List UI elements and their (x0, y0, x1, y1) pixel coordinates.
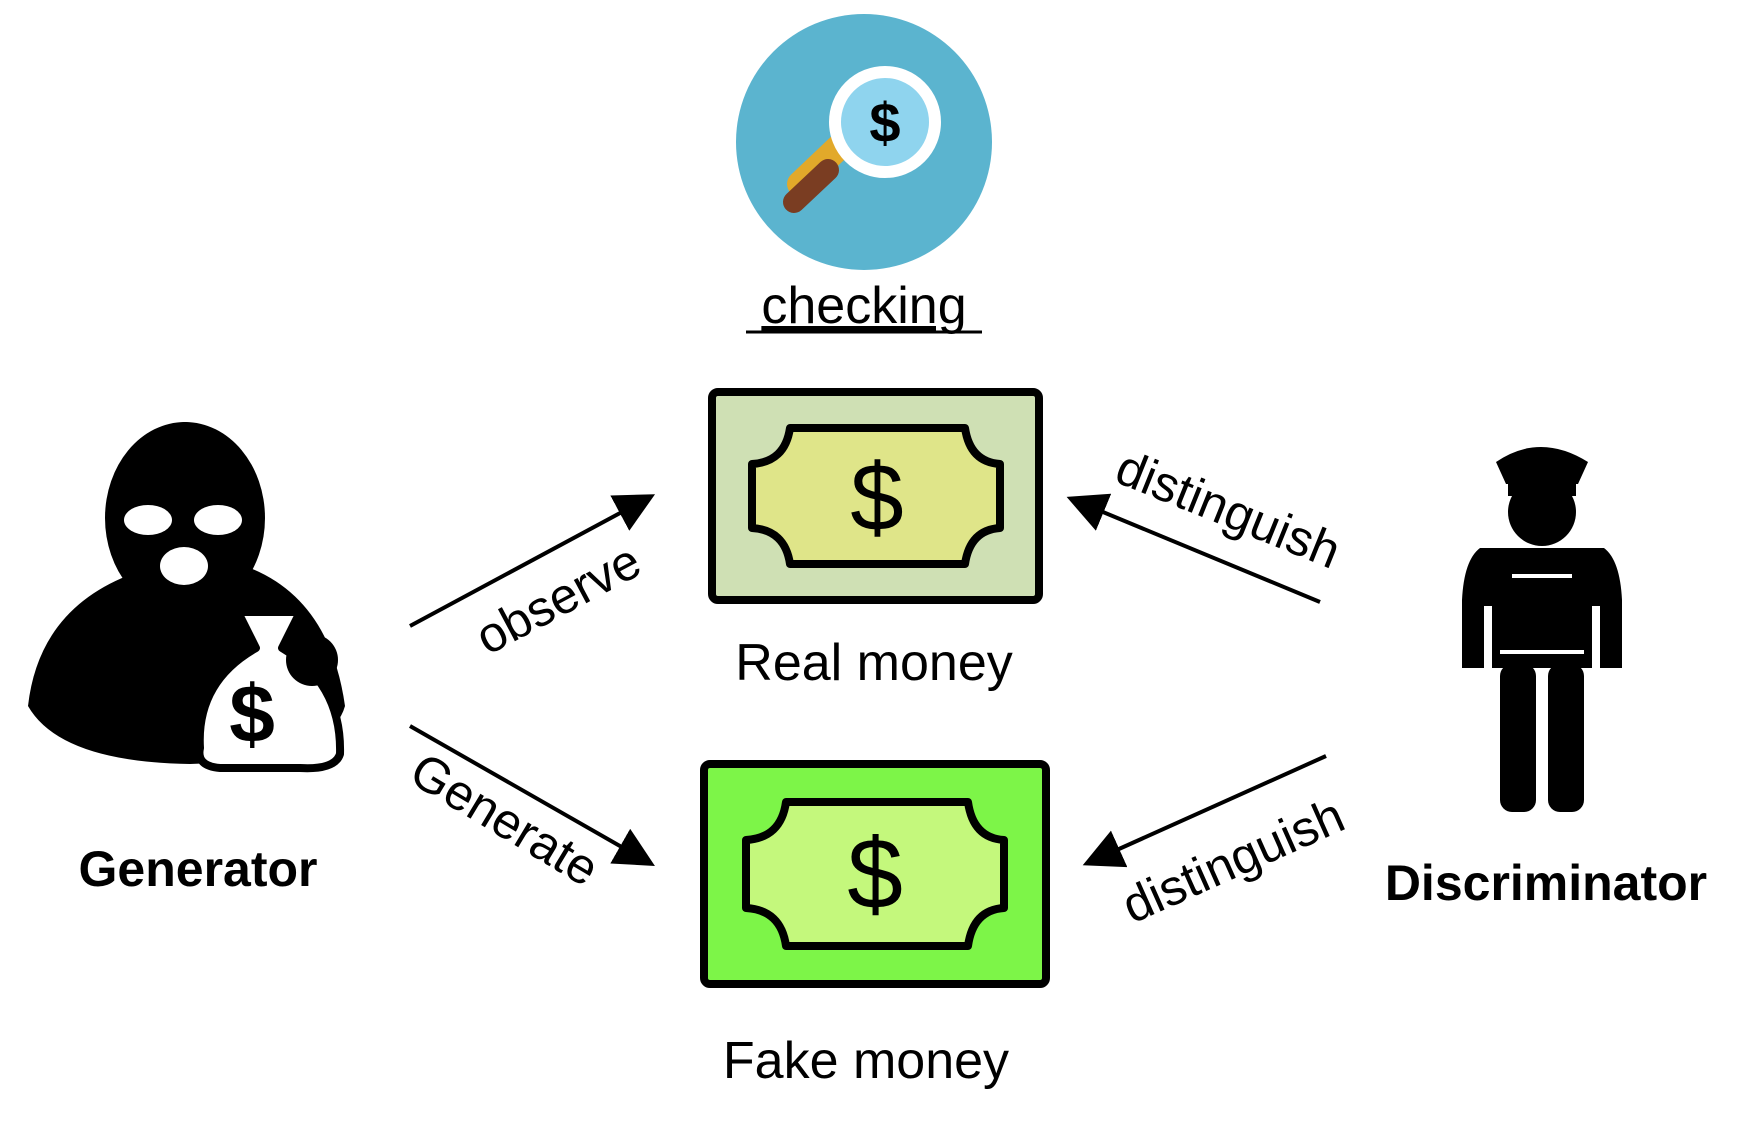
officer-leg-right (1548, 664, 1584, 812)
magnifier-grip (783, 159, 839, 213)
fake-money-label: Fake money (723, 1032, 1009, 1090)
real-money-label: Real money (735, 634, 1012, 692)
officer-head (1508, 478, 1576, 546)
checking-icon: $ (736, 14, 992, 270)
checking-label: checking (761, 277, 966, 335)
arrow-distinguish-top (1066, 493, 1321, 604)
officer-cap (1496, 447, 1588, 484)
magnifier-dollar-sign: $ (869, 91, 900, 154)
observe-label: observe (466, 533, 649, 666)
generator-label: Generator (79, 841, 318, 897)
discriminator-icon (1462, 447, 1622, 812)
moneybag-dollar-sign: $ (229, 669, 275, 760)
moneybag (195, 608, 345, 773)
thief-mouth (160, 547, 208, 585)
thief-head (105, 422, 265, 614)
distinguish-bottom-label: distinguish (1114, 787, 1353, 934)
thief-mask-top (175, 422, 195, 438)
discriminator-label: Discriminator (1385, 855, 1707, 911)
magnifier-lens (829, 66, 941, 178)
real-money-icon: $ (708, 388, 1043, 604)
generator-icon: $ (28, 422, 345, 773)
thief-eye-left (124, 505, 172, 535)
fake-money-icon: $ (700, 760, 1050, 988)
real-note-inner (748, 424, 1004, 568)
real-note-dollar-sign: $ (850, 444, 903, 551)
officer-torso (1462, 548, 1622, 668)
thief-hand (286, 634, 338, 686)
fake-note-dollar-sign: $ (847, 818, 903, 930)
thief-eye-right (194, 505, 242, 535)
officer-leg-left (1500, 664, 1536, 812)
arrow-generate (409, 724, 655, 866)
arrow-observe (409, 494, 656, 628)
distinguish-top-label: distinguish (1108, 439, 1348, 579)
arrow-distinguish-bottom (1082, 754, 1327, 868)
fake-note-inner (742, 798, 1008, 950)
